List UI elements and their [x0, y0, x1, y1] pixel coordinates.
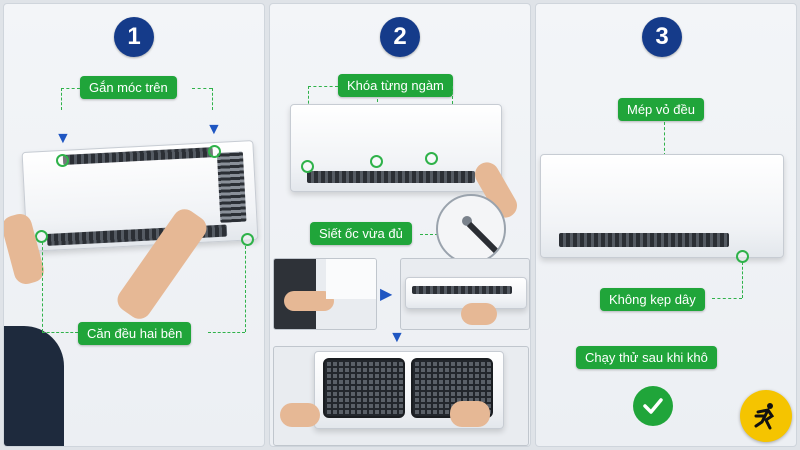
step-3-top-label: Mép vỏ đều — [618, 98, 704, 121]
latch-point — [425, 152, 438, 165]
leader-line — [420, 234, 448, 235]
step-2-badge: 2 — [380, 17, 420, 57]
step-1-top-label: Gắn móc trên — [80, 76, 177, 99]
align-point — [241, 233, 254, 246]
ac-vent — [307, 171, 475, 183]
leader-line — [742, 262, 743, 298]
leader-line — [308, 86, 338, 87]
air-conditioner-unit — [290, 104, 502, 192]
leader-line — [61, 88, 80, 89]
latch-point — [370, 155, 383, 168]
air-filter — [323, 358, 405, 418]
down-arrow-icon: ▼ — [55, 130, 71, 147]
hand — [284, 291, 334, 311]
hand — [280, 403, 320, 427]
hook-point — [56, 154, 69, 167]
hand — [450, 401, 490, 427]
checkmark-icon — [633, 386, 673, 426]
ac-vent — [412, 286, 512, 294]
down-arrow-icon: ▼ — [206, 121, 222, 138]
leader-line — [664, 122, 665, 156]
brand-logo-icon — [740, 390, 792, 442]
align-point — [35, 230, 48, 243]
hook-point — [208, 145, 221, 158]
step-2-middle-label: Siết ốc vừa đủ — [310, 222, 412, 245]
step-1-bottom-label: Căn đều hai bên — [78, 322, 192, 345]
screw-closeup — [436, 194, 506, 264]
ac-side-grille — [216, 151, 247, 223]
screwdriver-icon — [466, 221, 504, 262]
step-3-panel: 3 Mép vỏ đều Không kẹp dây Chạy thử sau … — [535, 3, 797, 447]
hand — [461, 303, 497, 325]
step-2-top-label: Khóa từng ngàm — [338, 74, 453, 97]
leader-line — [192, 88, 212, 89]
leader-line — [712, 298, 742, 299]
ac-vent — [559, 233, 729, 247]
step-3-badge: 3 — [642, 17, 682, 57]
step-3-bottom-label: Chạy thử sau khi khô — [576, 346, 717, 369]
down-arrow-icon: ▼ — [389, 329, 405, 346]
photo-insert-filter — [273, 346, 529, 446]
ac-corner — [326, 259, 376, 299]
leader-line — [42, 332, 78, 333]
leader-line — [212, 88, 213, 110]
right-arrow-icon: ▶ — [380, 286, 393, 303]
photo-close-panel — [400, 258, 530, 330]
step-2-panel: 2 Khóa từng ngàm Siết ốc vừa đủ ▶ ▼ — [269, 3, 531, 447]
step-3-middle-label: Không kẹp dây — [600, 288, 705, 311]
step-1-panel: 1 Gắn móc trên ▼ ▼ Căn đều hai bên — [3, 3, 265, 447]
step-1-badge: 1 — [114, 17, 154, 57]
latch-point — [301, 160, 314, 173]
person-shoulder — [4, 326, 64, 446]
air-conditioner-unit — [540, 154, 784, 258]
ac-vent — [62, 147, 214, 165]
screw-icon — [462, 216, 472, 226]
leader-line — [208, 332, 245, 333]
leader-line — [245, 246, 246, 332]
leader-line — [61, 88, 62, 110]
photo-connect-wire — [273, 258, 377, 330]
leader-line — [42, 242, 43, 332]
